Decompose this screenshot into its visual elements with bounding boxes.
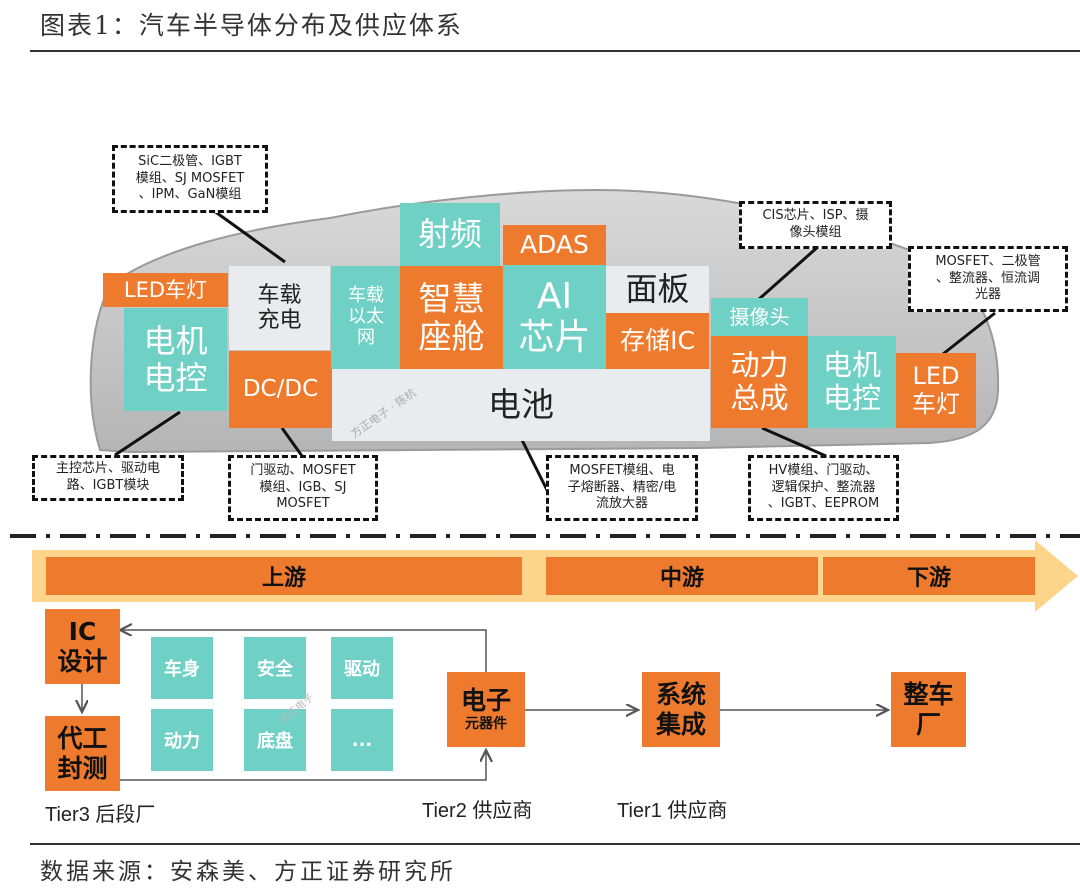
category-more: ...	[331, 709, 393, 771]
camera-block: 摄像头	[711, 298, 808, 336]
system-integration-box: 系统 集成	[642, 672, 720, 747]
powertrain-components-note: HV模组、门驱动、 逻辑保护、整流器 、IGBT、EEPROM	[748, 455, 899, 521]
connector-line	[942, 311, 996, 356]
led-components-note: MOSFET、二极管 、整流器、恒流调 光器	[908, 246, 1068, 312]
rf-block: 射频	[400, 203, 500, 266]
connector-line	[757, 243, 821, 302]
ic-design-box: IC 设计	[45, 609, 120, 684]
footer-rule	[30, 843, 1080, 845]
charger-components-note: SiC二极管、IGBT 模组、SJ MOSFET 、IPM、GaN模组	[112, 145, 268, 213]
led-light-left-block: LED车灯	[103, 273, 228, 307]
motor-control-right-block: 电机 电控	[808, 336, 896, 428]
tier2-caption: Tier2 供应商	[422, 800, 533, 822]
connector-line	[280, 427, 304, 457]
electronics-label: 电子	[460, 686, 511, 716]
battery-block: 电池	[332, 369, 710, 441]
led-light-right-block: LED 车灯	[896, 353, 976, 428]
dcdc-components-note: 门驱动、MOSFET 模组、IGB、SJ MOSFET	[228, 455, 378, 521]
adas-block: ADAS	[503, 225, 606, 265]
ai-chip-block: AI 芯片	[503, 265, 606, 369]
stage-upstream: 上游	[46, 557, 522, 595]
tier1-caption: Tier1 供应商	[617, 800, 728, 822]
foundry-packaging-box: 代工 封测	[45, 716, 120, 791]
stage-downstream: 下游	[823, 557, 1035, 595]
vehicle-oem-box: 整车 厂	[891, 672, 966, 747]
electronics-sublabel: 元器件	[465, 716, 507, 733]
category-safety: 安全	[244, 637, 306, 699]
battery-components-note: MOSFET模组、电 子熔断器、精密/电 流放大器	[546, 455, 698, 521]
connector-line	[209, 206, 286, 264]
category-power: 动力	[151, 709, 213, 771]
category-body: 车身	[151, 637, 213, 699]
camera-components-note: CIS芯片、ISP、摄 像头模组	[739, 201, 892, 249]
connector-line	[761, 426, 827, 458]
onboard-charger-block: 车载 充电	[229, 266, 330, 350]
category-chassis: 底盘	[244, 709, 306, 771]
source-note: 数据来源：安森美、方正证券研究所	[40, 859, 456, 885]
title-rule	[30, 50, 1080, 52]
flow-arrow	[120, 750, 486, 781]
stage-midstream: 中游	[546, 557, 818, 595]
connector-line	[520, 439, 550, 493]
flow-arrow	[120, 630, 487, 673]
ethernet-block: 车载 以太 网	[331, 266, 401, 369]
connector-line	[114, 410, 181, 457]
storage-ic-block: 存储IC	[606, 313, 709, 369]
dcdc-block: DC/DC	[229, 351, 332, 428]
motor-control-left-block: 电机 电控	[124, 308, 227, 411]
motor-control-components-note: 主控芯片、驱动电 路、IGBT模块	[32, 455, 184, 501]
powertrain-block: 动力 总成	[711, 336, 808, 428]
flow-arrows-svg	[0, 600, 1080, 781]
tier3-caption: Tier3 后段厂	[45, 804, 156, 826]
panel-block: 面板	[606, 266, 709, 313]
figure-title: 图表1：汽车半导体分布及供应体系	[40, 11, 463, 40]
category-drive: 驱动	[331, 637, 393, 699]
smart-cockpit-block: 智慧 座舱	[400, 266, 503, 369]
electronic-components-box: 电子 元器件	[447, 672, 525, 747]
